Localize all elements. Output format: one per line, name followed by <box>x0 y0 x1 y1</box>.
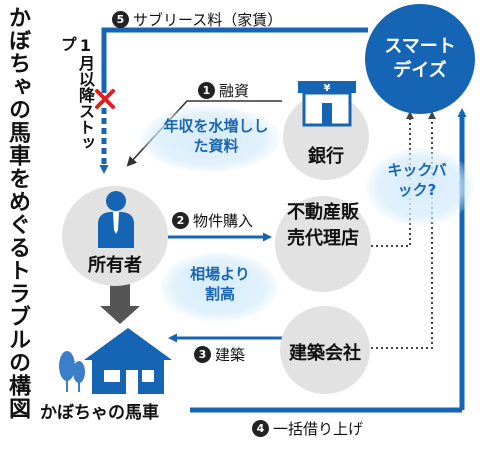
realtor-label: 不動産販売代理店 <box>285 200 361 252</box>
kickback-note: キックバック? <box>384 160 450 200</box>
edge-construction-label: 3 建築 <box>194 344 245 365</box>
smart-days-label: スマートデイズ <box>384 36 456 81</box>
kickback-glow <box>366 148 474 226</box>
masterlease-text: 一括借り上げ <box>273 420 364 438</box>
stop-text: 1月以降ストップ <box>58 36 95 151</box>
step-4-badge: 4 <box>252 420 269 437</box>
bank-label: 銀行 <box>308 146 344 167</box>
edge-loan-label: 1 融資 <box>198 80 249 101</box>
bank-building-icon: ¥ <box>298 81 356 127</box>
construction-text: 建築 <box>215 346 246 364</box>
loan-text: 融資 <box>219 82 250 100</box>
house-icon <box>84 328 172 394</box>
purchase-text: 物件購入 <box>193 212 254 230</box>
edge-sublease-label: 5 サブリース料（家賃） <box>112 9 282 30</box>
diagram-title: かぼちゃの馬車をめぐるトラブルの構図 <box>5 6 30 420</box>
person-icon <box>98 191 134 248</box>
x-mark-icon <box>95 89 115 109</box>
step-3-badge: 3 <box>194 346 211 363</box>
edge-purchase-label: 2 物件購入 <box>172 210 253 231</box>
inflated-income-note: 年収を水増しした資料 <box>160 116 272 156</box>
stop-annotation: 1月以降ストップ <box>58 36 95 166</box>
inflated-income-text: 年収を水増しした資料 <box>163 117 269 155</box>
node-smart-days: スマートデイズ <box>365 4 475 114</box>
sublease-arrow <box>99 27 368 174</box>
sublease-text: サブリース料（家賃） <box>133 11 283 29</box>
overpriced-note: 相場より割高 <box>186 264 254 304</box>
tree-icon <box>59 351 85 392</box>
svg-text:¥: ¥ <box>324 83 331 94</box>
owner-to-house-arrow <box>100 280 140 324</box>
kickback-text: キックバック? <box>387 161 447 199</box>
overpriced-text: 相場より割高 <box>190 265 250 303</box>
house-label: かぼちゃの馬車 <box>40 403 159 423</box>
builder-label: 建築会社 <box>289 343 361 364</box>
node-realtor <box>275 196 371 292</box>
step-2-badge: 2 <box>172 212 189 229</box>
node-builder <box>280 306 370 394</box>
edge-masterlease-label: 4 一括借り上げ <box>252 418 363 439</box>
overpriced-glow <box>160 252 278 322</box>
owner-label: 所有者 <box>88 255 142 276</box>
realtor-text: 不動産販売代理店 <box>287 202 359 249</box>
step-5-badge: 5 <box>112 11 129 28</box>
step-1-badge: 1 <box>198 82 215 99</box>
inflated-income-glow <box>140 106 280 172</box>
